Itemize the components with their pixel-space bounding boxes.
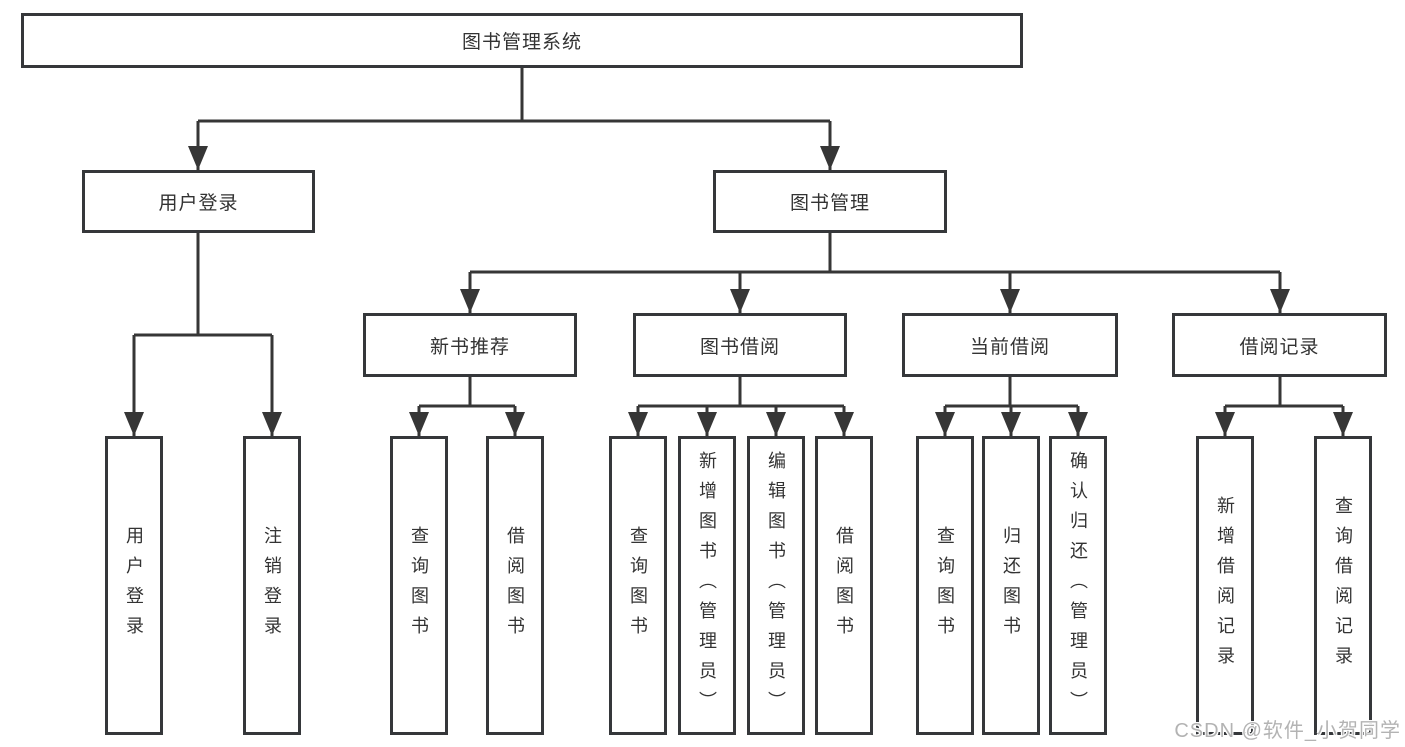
leaf-add-books-admin: 新增图书（管理员） <box>678 436 736 735</box>
leaf-query-books-borrow: 查询图书 <box>609 436 667 735</box>
node-label: 借阅图书 <box>505 525 525 646</box>
node-current-borrowing: 当前借阅 <box>902 313 1118 377</box>
leaf-edit-books-admin: 编辑图书（管理员） <box>747 436 805 735</box>
node-user-login: 用户登录 <box>82 170 315 233</box>
leaf-user-login: 用户登录 <box>105 436 163 735</box>
node-label: 查询图书 <box>628 525 648 646</box>
leaf-return-books: 归还图书 <box>982 436 1040 735</box>
watermark: CSDN @软件_小贺同学 <box>1174 720 1401 742</box>
node-label: 新书推荐 <box>429 336 510 358</box>
node-label: 借阅图书 <box>834 525 854 646</box>
node-label: 当前借阅 <box>969 336 1050 358</box>
node-label: 借阅记录 <box>1239 336 1320 358</box>
node-new-book-recommendation: 新书推荐 <box>363 313 577 377</box>
node-label: 编辑图书（管理员） <box>766 450 786 721</box>
node-label: 图书管理 <box>789 193 870 214</box>
node-label: 新增借阅记录 <box>1215 495 1235 676</box>
leaf-query-borrow-record: 查询借阅记录 <box>1314 436 1372 735</box>
leaf-borrow-books-recommend: 借阅图书 <box>486 436 544 735</box>
node-label: 用户登录 <box>158 193 239 214</box>
node-borrowing-records: 借阅记录 <box>1172 313 1387 377</box>
leaf-add-borrow-record: 新增借阅记录 <box>1196 436 1254 735</box>
node-root-library-management-system: 图书管理系统 <box>21 13 1023 68</box>
node-label: 确认归还（管理员） <box>1068 450 1088 721</box>
node-label: 图书借阅 <box>699 336 780 358</box>
leaf-query-books-current: 查询图书 <box>916 436 974 735</box>
node-label: 新增图书（管理员） <box>697 450 717 721</box>
node-label: 查询图书 <box>935 525 955 646</box>
leaf-query-books-recommend: 查询图书 <box>390 436 448 735</box>
node-label: 用户登录 <box>124 525 144 646</box>
node-label: 查询图书 <box>409 525 429 646</box>
leaf-confirm-return-admin: 确认归还（管理员） <box>1049 436 1107 735</box>
node-label: 图书管理系统 <box>461 32 582 53</box>
leaf-borrow-books: 借阅图书 <box>815 436 873 735</box>
node-label: 归还图书 <box>1001 525 1021 646</box>
leaf-logout-login: 注销登录 <box>243 436 301 735</box>
node-book-management: 图书管理 <box>713 170 947 233</box>
node-label: 查询借阅记录 <box>1333 495 1353 676</box>
node-label: 注销登录 <box>262 525 282 646</box>
node-book-borrowing: 图书借阅 <box>633 313 847 377</box>
